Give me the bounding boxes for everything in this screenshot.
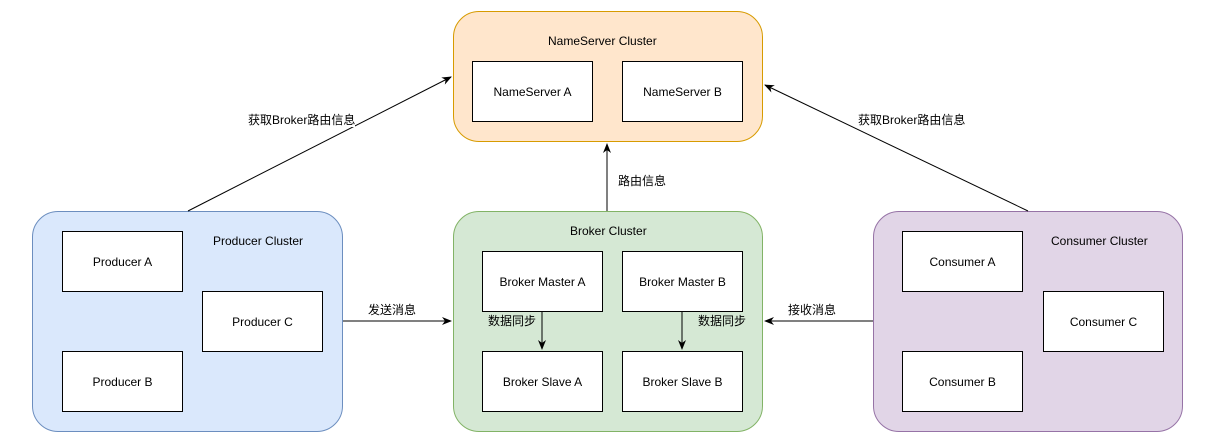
consumer-b-node[interactable]: Consumer B <box>902 351 1023 412</box>
edge-label-producer-to-broker: 发送消息 <box>368 303 417 317</box>
edge-consumer-to-nameserver <box>764 84 1029 212</box>
edge-label-consumer-to-broker: 接收消息 <box>788 303 837 317</box>
broker-slave-a-node[interactable]: Broker Slave A <box>482 351 603 412</box>
edge-label-master-a-to-slave-a: 数据同步 <box>488 314 537 328</box>
consumer-a-node[interactable]: Consumer A <box>902 231 1023 292</box>
nameserver-b-node[interactable]: NameServer B <box>622 61 743 122</box>
producer-cluster-title: Producer Cluster <box>213 234 304 248</box>
consumer-cluster-title: Consumer Cluster <box>1051 234 1148 248</box>
producer-c-node[interactable]: Producer C <box>202 291 323 352</box>
broker-slave-b-node[interactable]: Broker Slave B <box>622 351 743 412</box>
edge-label-master-b-to-slave-b: 数据同步 <box>698 314 747 328</box>
edge-producer-to-nameserver <box>187 76 452 212</box>
nameserver-a-node[interactable]: NameServer A <box>472 61 593 122</box>
nameserver-cluster-title: NameServer Cluster <box>548 34 657 48</box>
edge-label-consumer-to-nameserver: 获取Broker路由信息 <box>858 113 966 127</box>
producer-a-node[interactable]: Producer A <box>62 231 183 292</box>
broker-cluster-title: Broker Cluster <box>570 224 647 238</box>
consumer-c-node[interactable]: Consumer C <box>1043 291 1164 352</box>
broker-master-a-node[interactable]: Broker Master A <box>482 251 603 312</box>
broker-master-b-node[interactable]: Broker Master B <box>622 251 743 312</box>
edge-label-broker-to-nameserver: 路由信息 <box>618 174 667 188</box>
edge-label-producer-to-nameserver: 获取Broker路由信息 <box>248 113 356 127</box>
producer-b-node[interactable]: Producer B <box>62 351 183 412</box>
